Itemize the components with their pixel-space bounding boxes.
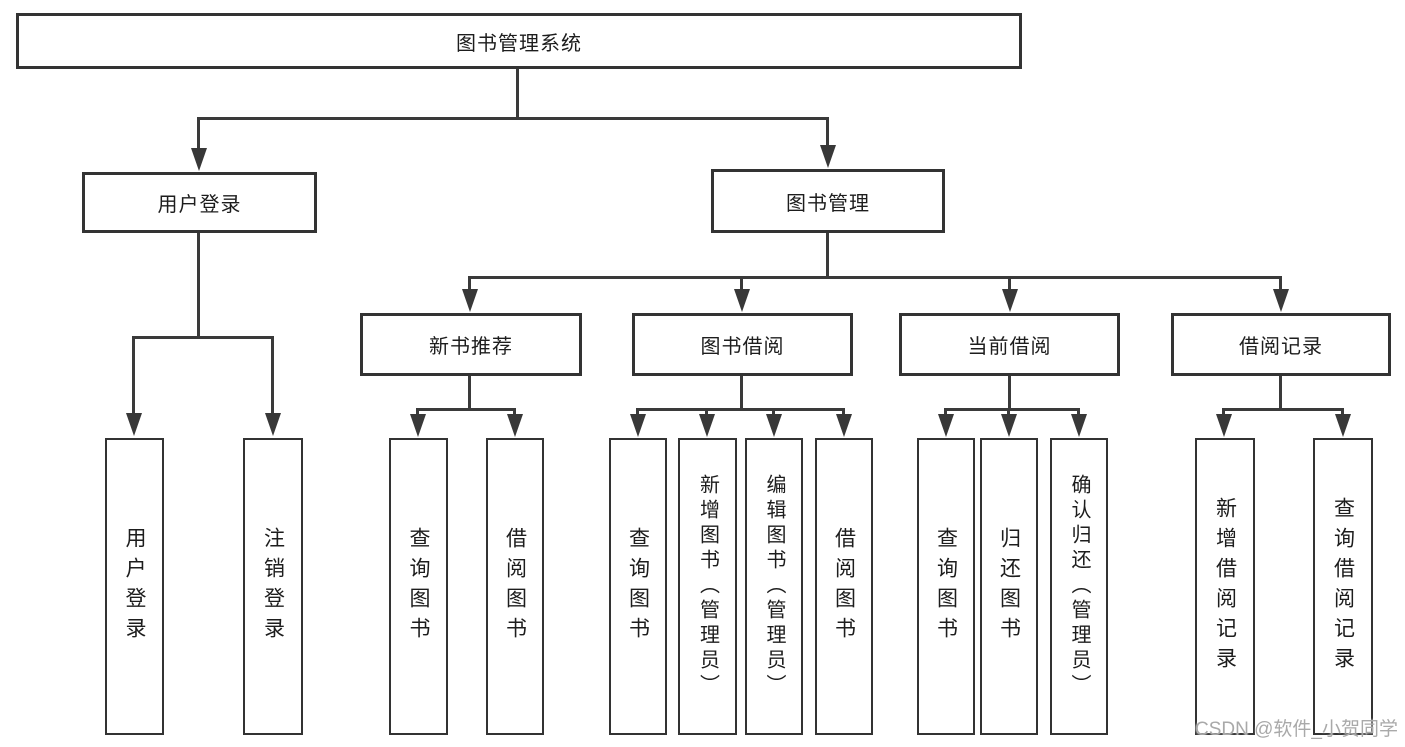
leaf-confirm-return-admin: 确认归还（管理员）	[1050, 438, 1108, 735]
arrowhead-icon	[507, 414, 523, 437]
arrowhead-icon	[1001, 414, 1017, 437]
connector-line	[1008, 276, 1011, 295]
connector-line	[468, 276, 471, 295]
leaf-query-books-borrow: 查询图书	[609, 438, 667, 735]
connector-line	[826, 117, 829, 150]
node-current-borrow: 当前借阅	[899, 313, 1120, 376]
node-book-borrow: 图书借阅	[632, 313, 853, 376]
arrowhead-icon	[265, 413, 281, 436]
leaf-query-books-recommend: 查询图书	[389, 438, 448, 735]
connector-line	[636, 408, 845, 411]
arrowhead-icon	[410, 414, 426, 437]
connector-line	[132, 336, 135, 418]
connector-line	[944, 408, 1080, 411]
leaf-add-borrow-record: 新增借阅记录	[1195, 438, 1255, 735]
arrowhead-icon	[699, 414, 715, 437]
connector-line	[1222, 408, 1344, 411]
connector-line	[1279, 276, 1282, 295]
connector-line	[468, 376, 471, 408]
arrowhead-icon	[630, 414, 646, 437]
arrowhead-icon	[766, 414, 782, 437]
node-book-management: 图书管理	[711, 169, 945, 233]
connector-line	[197, 233, 200, 336]
arrowhead-icon	[1335, 414, 1351, 437]
connector-line	[197, 117, 200, 154]
arrowhead-icon	[1002, 289, 1018, 312]
leaf-add-books-admin: 新增图书（管理员）	[678, 438, 737, 735]
leaf-edit-books-admin: 编辑图书（管理员）	[745, 438, 803, 735]
leaf-borrow-books-recommend: 借阅图书	[486, 438, 544, 735]
leaf-return-books: 归还图书	[980, 438, 1038, 735]
arrowhead-icon	[1071, 414, 1087, 437]
arrowhead-icon	[462, 289, 478, 312]
arrowhead-icon	[191, 148, 207, 171]
connector-line	[1279, 376, 1282, 408]
node-root: 图书管理系统	[16, 13, 1022, 69]
connector-line	[826, 233, 829, 276]
connector-line	[1008, 376, 1011, 408]
csdn-watermark: CSDN @软件_小贺同学	[1195, 719, 1398, 740]
arrowhead-icon	[734, 289, 750, 312]
leaf-query-borrow-record: 查询借阅记录	[1313, 438, 1373, 735]
arrowhead-icon	[1273, 289, 1289, 312]
node-borrow-records: 借阅记录	[1171, 313, 1391, 376]
arrowhead-icon	[126, 413, 142, 436]
connector-line	[740, 376, 743, 408]
arrowhead-icon	[820, 145, 836, 168]
leaf-borrow-books: 借阅图书	[815, 438, 873, 735]
leaf-query-books-current: 查询图书	[917, 438, 975, 735]
connector-line	[740, 276, 743, 295]
leaf-logout: 注销登录	[243, 438, 303, 735]
node-new-book-recommend: 新书推荐	[360, 313, 582, 376]
connector-line	[132, 336, 273, 339]
connector-line	[468, 276, 1282, 279]
connector-line	[516, 69, 519, 117]
node-user-login: 用户登录	[82, 172, 317, 233]
arrowhead-icon	[938, 414, 954, 437]
connector-line	[197, 117, 829, 120]
connector-line	[416, 408, 516, 411]
connector-line	[271, 336, 274, 418]
arrowhead-icon	[836, 414, 852, 437]
leaf-user-login: 用户登录	[105, 438, 164, 735]
arrowhead-icon	[1216, 414, 1232, 437]
